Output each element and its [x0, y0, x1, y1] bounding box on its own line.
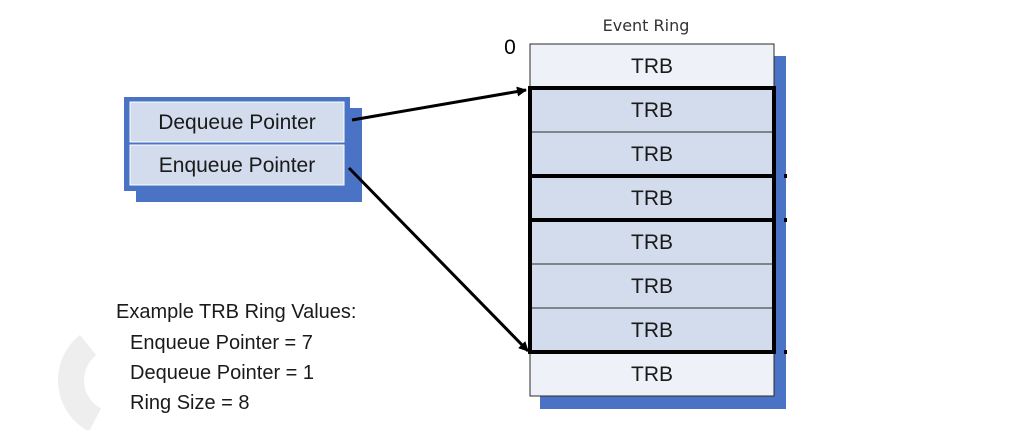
ring-entry-label-2: TRB	[631, 143, 673, 166]
ring-entry-label-7: TRB	[631, 363, 673, 386]
example-line-ring-size: Ring Size = 8	[130, 392, 250, 414]
enqueue-pointer-cell	[129, 144, 345, 186]
ring-segment-tick-2	[784, 350, 787, 354]
ring-entry-label-4: TRB	[631, 231, 673, 254]
ring-entry-label-1: TRB	[631, 99, 673, 122]
ring-entry-7	[529, 351, 775, 397]
ring-entry-label-0: TRB	[631, 55, 673, 78]
example-line-enqueue: Enqueue Pointer = 7	[130, 332, 313, 354]
enqueue-pointer-arrow	[347, 166, 530, 353]
ring-index-label: 0	[504, 36, 516, 59]
ring-entry-label-6: TRB	[631, 319, 673, 342]
ring-entry-label-3: TRB	[631, 187, 673, 210]
enqueue-pointer-label: Enqueue Pointer	[159, 154, 315, 177]
ring-segment-tick-1	[784, 218, 787, 222]
ring-segment-tick-0	[784, 174, 787, 178]
example-values: Example TRB Ring Values: Enqueue Pointer…	[116, 301, 356, 414]
watermark-logo	[58, 334, 102, 430]
ring-entries: TRB TRB TRB TRB TRB TRB TRB TRB	[529, 43, 775, 397]
dequeue-pointer-label: Dequeue Pointer	[158, 111, 316, 134]
ring-entry-6	[529, 307, 775, 353]
pointer-register: Dequeue Pointer Enqueue Pointer	[124, 97, 362, 202]
dequeue-pointer-cell	[129, 101, 345, 143]
dequeue-pointer-arrow	[351, 86, 527, 122]
ring-segment-frame-2	[528, 218, 776, 354]
example-line-dequeue: Dequeue Pointer = 1	[130, 362, 314, 384]
ring-segments	[528, 86, 787, 354]
ring-title: Event Ring	[603, 16, 690, 35]
ring-entry-label-5: TRB	[631, 275, 673, 298]
ring-entry-0	[529, 43, 775, 89]
example-heading: Example TRB Ring Values:	[116, 301, 356, 323]
